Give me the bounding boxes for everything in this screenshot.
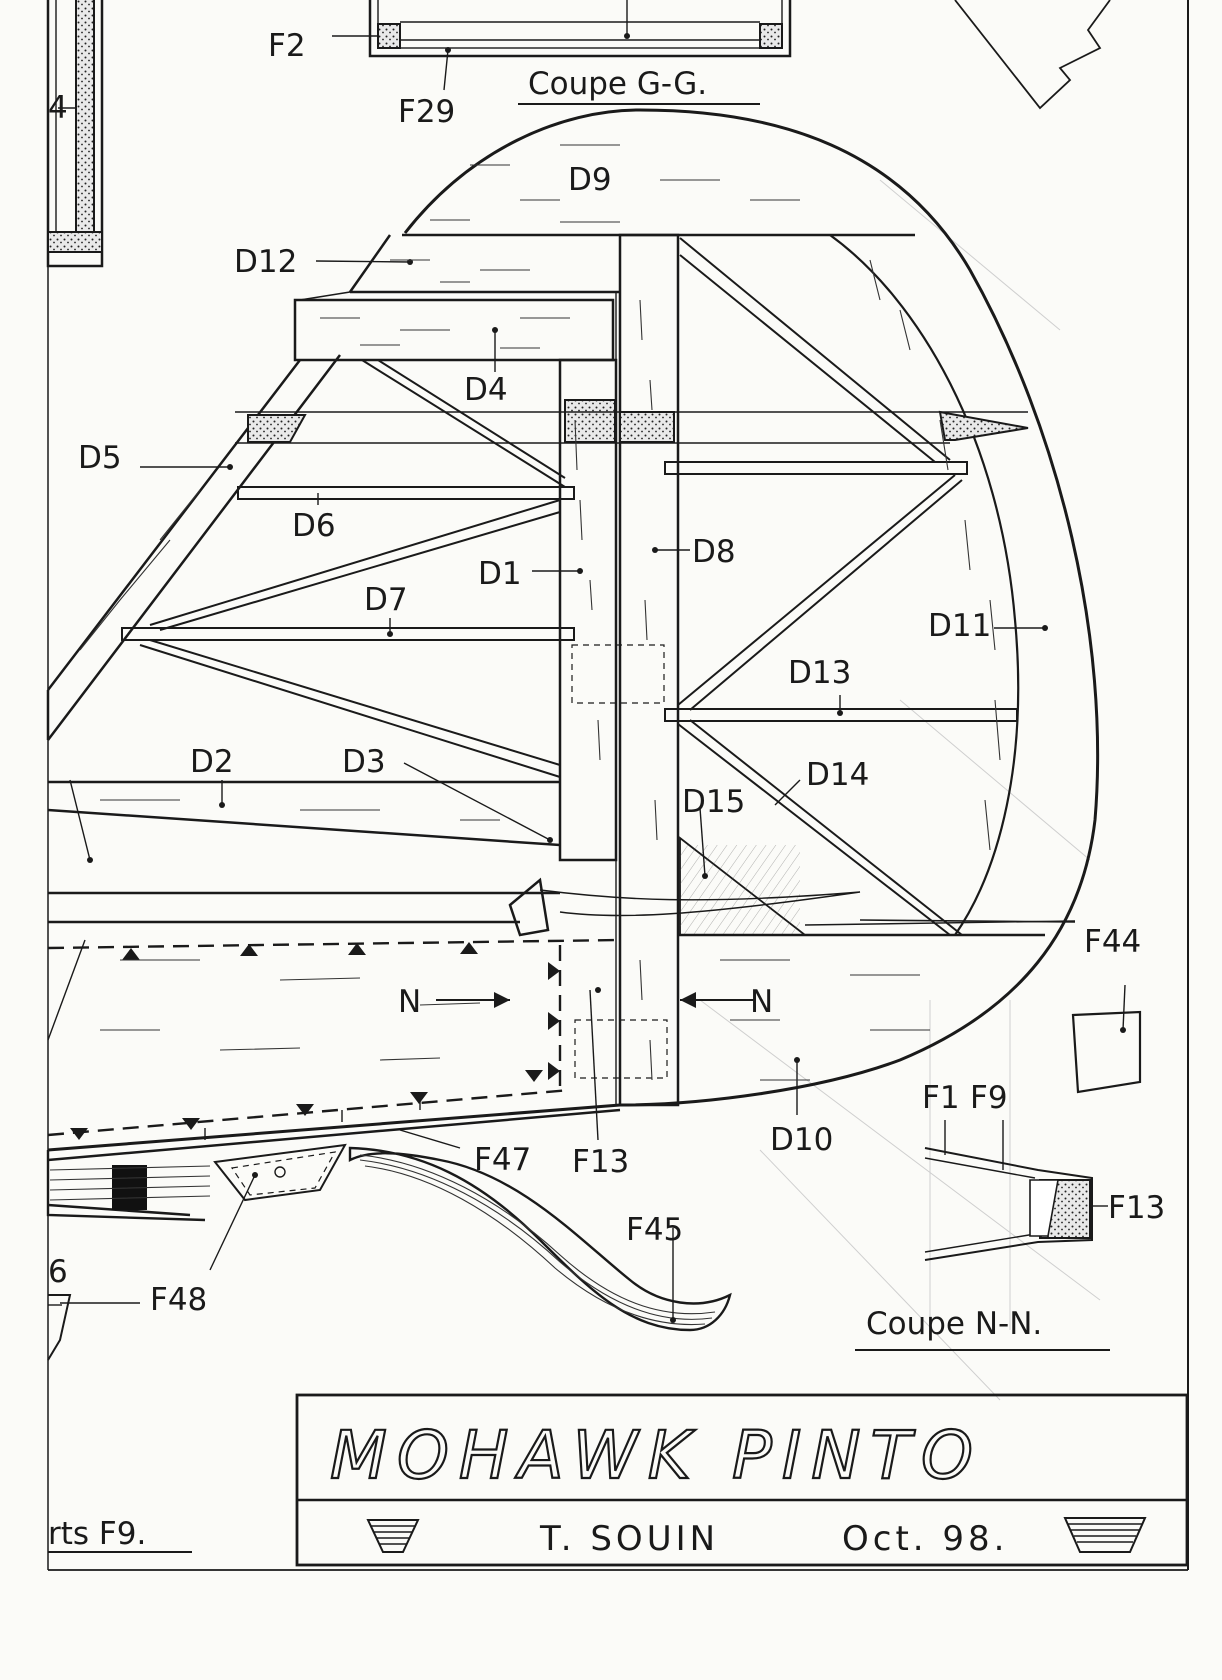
fin-outline — [46, 108, 1100, 1107]
label-f45: F45 — [626, 1212, 683, 1248]
label-n-left: N — [398, 984, 421, 1020]
label-parts-f9: rts F9. — [48, 1516, 146, 1552]
label-d15: D15 — [682, 784, 745, 820]
label-d4: D4 — [464, 372, 508, 408]
label-n-right: N — [750, 984, 773, 1020]
title-date: Oct. 98. — [842, 1519, 1008, 1559]
leader-lines — [47, 260, 1076, 1553]
label-f13: F13 — [572, 1144, 629, 1180]
label-d14: D14 — [806, 757, 869, 793]
label-d5: D5 — [78, 440, 122, 476]
fuselage-tail-section — [46, 938, 621, 1222]
logo-badge-left — [366, 1519, 420, 1553]
label-d11: D11 — [928, 608, 991, 644]
frame-fragment-top-left — [46, 0, 104, 268]
title-designer: T. SOUIN — [539, 1519, 719, 1559]
label-d9: D9 — [568, 162, 612, 198]
label-f47: F47 — [474, 1142, 531, 1178]
fragment-top-right — [954, 0, 1111, 110]
label-f9: F9 — [970, 1080, 1008, 1116]
label-d13: D13 — [788, 655, 851, 691]
title-model-name: MOHAWK PINTO — [330, 1417, 983, 1494]
label-cut-6: 6 — [48, 1254, 68, 1290]
title-block — [295, 1393, 1189, 1567]
label-f48: F48 — [150, 1282, 207, 1318]
label-f1: F1 — [922, 1080, 960, 1116]
label-d1: D1 — [478, 556, 522, 592]
label-coupe-gg: Coupe G-G. — [528, 66, 707, 102]
tail-skid-f45 — [348, 1146, 732, 1332]
label-d6: D6 — [292, 508, 336, 544]
label-f29: F29 — [398, 94, 455, 130]
label-d12: D12 — [234, 244, 297, 280]
label-coupe-nn: Coupe N-N. — [866, 1306, 1042, 1342]
label-cut-top-left: 4 — [48, 90, 68, 126]
section-g-g — [332, 0, 792, 105]
label-d10: D10 — [770, 1122, 833, 1158]
label-d8: D8 — [692, 534, 736, 570]
wood-grain — [79, 144, 1001, 1081]
reference-dots — [87, 259, 1048, 1323]
section-n-n — [855, 1120, 1110, 1351]
label-d7: D7 — [364, 582, 408, 618]
part-f44 — [1071, 984, 1142, 1094]
label-d2: D2 — [190, 744, 234, 780]
logo-badge-right — [1063, 1517, 1147, 1553]
label-f44: F44 — [1084, 924, 1141, 960]
label-f2: F2 — [268, 28, 306, 64]
label-f13-section: F13 — [1108, 1190, 1165, 1226]
label-d3: D3 — [342, 744, 386, 780]
